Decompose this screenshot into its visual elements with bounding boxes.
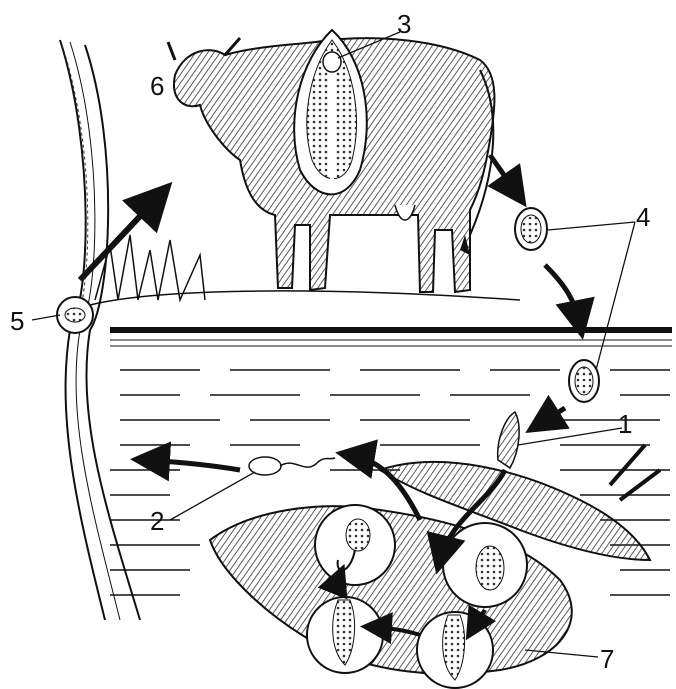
label-6: 6 [150, 71, 164, 101]
label-7: 7 [600, 644, 614, 674]
label-5: 5 [10, 306, 24, 336]
label-3: 3 [397, 9, 411, 39]
label-1: 1 [618, 409, 632, 439]
cyst [57, 297, 93, 333]
cercaria [249, 457, 335, 475]
egg-top [515, 208, 547, 250]
label-2: 2 [150, 506, 164, 536]
label-4: 4 [636, 202, 650, 232]
egg-water [569, 360, 599, 402]
miracidium [498, 412, 519, 468]
